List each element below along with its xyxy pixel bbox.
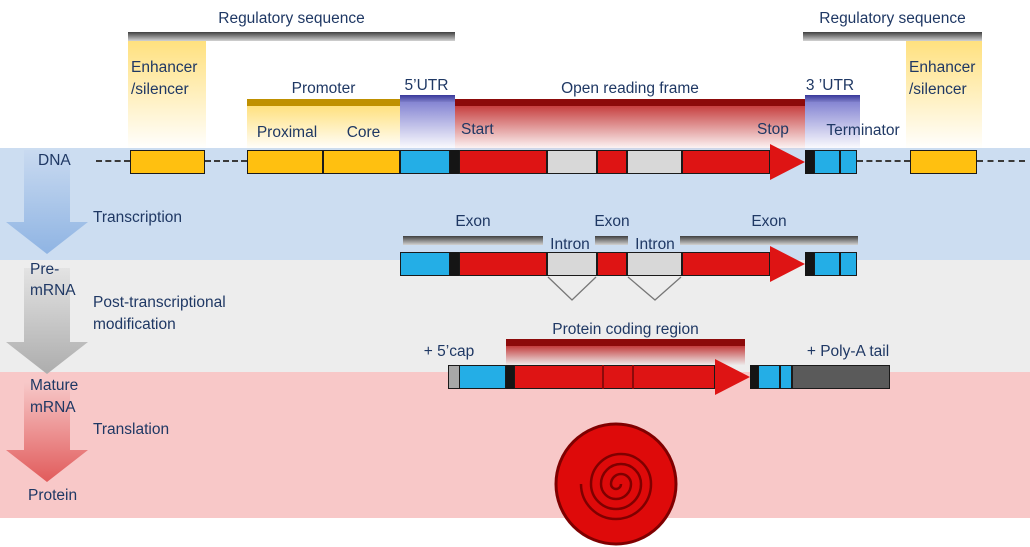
dna-stop-codon (805, 150, 814, 174)
dna-backbone-left (96, 160, 130, 162)
transcription-arrow (6, 150, 88, 254)
promoter-bar (247, 99, 400, 106)
enhancer-left-label-1: Enhancer (131, 59, 198, 76)
orf-label: Open reading frame (561, 80, 699, 97)
utr5-label: 5’UTR (404, 77, 449, 94)
dna-enhancer-right-box (910, 150, 977, 174)
mrna-3utr (758, 365, 792, 389)
protein-spiral (579, 452, 653, 521)
enhancer-right-label-1: Enhancer (909, 59, 976, 76)
mrna-3utr-divider (779, 365, 781, 389)
core-label: Core (346, 124, 381, 141)
start-label: Start (461, 121, 494, 138)
regulatory-right-bar (803, 32, 982, 41)
translation-band (0, 372, 1030, 518)
process-label-post-2: modification (93, 316, 176, 333)
stage-label-mature-2: mRNA (30, 399, 76, 416)
premrna-intron-2 (627, 252, 682, 276)
exon2-label: Exon (594, 213, 630, 230)
mrna-coding-region (514, 365, 715, 389)
promoter-divider (322, 150, 324, 174)
premrna-intron-1 (547, 252, 597, 276)
exon3-label: Exon (751, 213, 787, 230)
dna-start-codon (450, 150, 459, 174)
translation-arrow (6, 382, 88, 482)
polya-label: + Poly-A tail (806, 343, 890, 360)
mrna-exon-junction-2 (632, 365, 634, 389)
stage-label-premrna-1: Pre- (30, 261, 60, 278)
premrna-stop-codon (805, 252, 814, 276)
dna-intron-2 (627, 150, 682, 174)
dna-enhancer-left-box (130, 150, 205, 174)
premrna-arrowhead (770, 246, 805, 282)
proximal-label: Proximal (256, 124, 318, 141)
modification-arrow (6, 268, 88, 374)
utr3-fade (805, 102, 860, 150)
enhancer-right-label-2: /silencer (909, 81, 967, 98)
utr5-fade (400, 102, 455, 150)
enhancer-left-fade (128, 41, 206, 150)
dna-exon-1 (459, 150, 547, 174)
stage-label-mature-1: Mature (30, 377, 79, 394)
premrna-exon-3 (682, 252, 770, 276)
utr3-bar (805, 95, 860, 102)
mrna-5utr (459, 365, 506, 389)
stage-label-protein: Protein (28, 487, 78, 504)
orf-fade (455, 106, 805, 150)
terminator-label: Terminator (826, 122, 900, 139)
stage-label-dna: DNA (38, 152, 71, 169)
mrna-exon-junction-1 (602, 365, 604, 389)
dna-backbone-right (977, 160, 1025, 162)
premrna-start-codon (450, 252, 459, 276)
dna-backbone-mid-left (205, 160, 247, 162)
stop-label: Stop (757, 121, 789, 138)
process-label-translation: Translation (93, 421, 170, 438)
dna-backbone-mid-right (857, 160, 910, 162)
protein-blob (554, 422, 678, 546)
exon1-bar (403, 236, 543, 245)
process-label-post-1: Post-transcriptional (93, 294, 226, 311)
regulatory-right-label: Regulatory sequence (819, 10, 966, 27)
dna-3utr-box (814, 150, 857, 174)
dna-3utr-divider (839, 150, 841, 174)
exon2-bar (595, 236, 628, 245)
exon1-label: Exon (455, 213, 491, 230)
utr5-bar (400, 95, 455, 102)
intron2-label: Intron (635, 236, 675, 253)
cap-label: + 5’cap (423, 343, 475, 360)
dna-intron-1 (547, 150, 597, 174)
coding-region-label: Protein coding region (552, 321, 699, 338)
utr3-label: 3 ’UTR (805, 77, 855, 94)
enhancer-left-label-2: /silencer (131, 81, 189, 98)
exon3-bar (680, 236, 858, 245)
dna-exon-2 (597, 150, 627, 174)
orf-bar (455, 99, 805, 106)
dna-5utr-box (400, 150, 450, 174)
dna-exon-3 (682, 150, 770, 174)
premrna-3utr (814, 252, 857, 276)
premrna-5utr (400, 252, 450, 276)
premrna-exon-2 (597, 252, 627, 276)
intron1-label: Intron (550, 236, 590, 253)
mrna-polya-tail (792, 365, 890, 389)
mrna-stop-codon (750, 365, 758, 389)
process-label-transcription: Transcription (93, 209, 183, 226)
coding-region-bar (506, 339, 745, 346)
mrna-arrowhead (715, 359, 750, 395)
regulatory-left-label: Regulatory sequence (218, 10, 365, 27)
stage-arrows (6, 150, 88, 482)
mrna-start-codon (506, 365, 514, 389)
promoter-fade (247, 106, 400, 150)
premrna-3utr-divider (839, 252, 841, 276)
stage-label-premrna-2: mRNA (30, 282, 76, 299)
promoter-label: Promoter (291, 80, 356, 97)
premrna-exon-1 (459, 252, 547, 276)
regulatory-left-bar (128, 32, 455, 41)
enhancer-right-fade (906, 41, 982, 150)
coding-region-fade (506, 346, 745, 365)
dna-arrowhead (770, 144, 805, 180)
